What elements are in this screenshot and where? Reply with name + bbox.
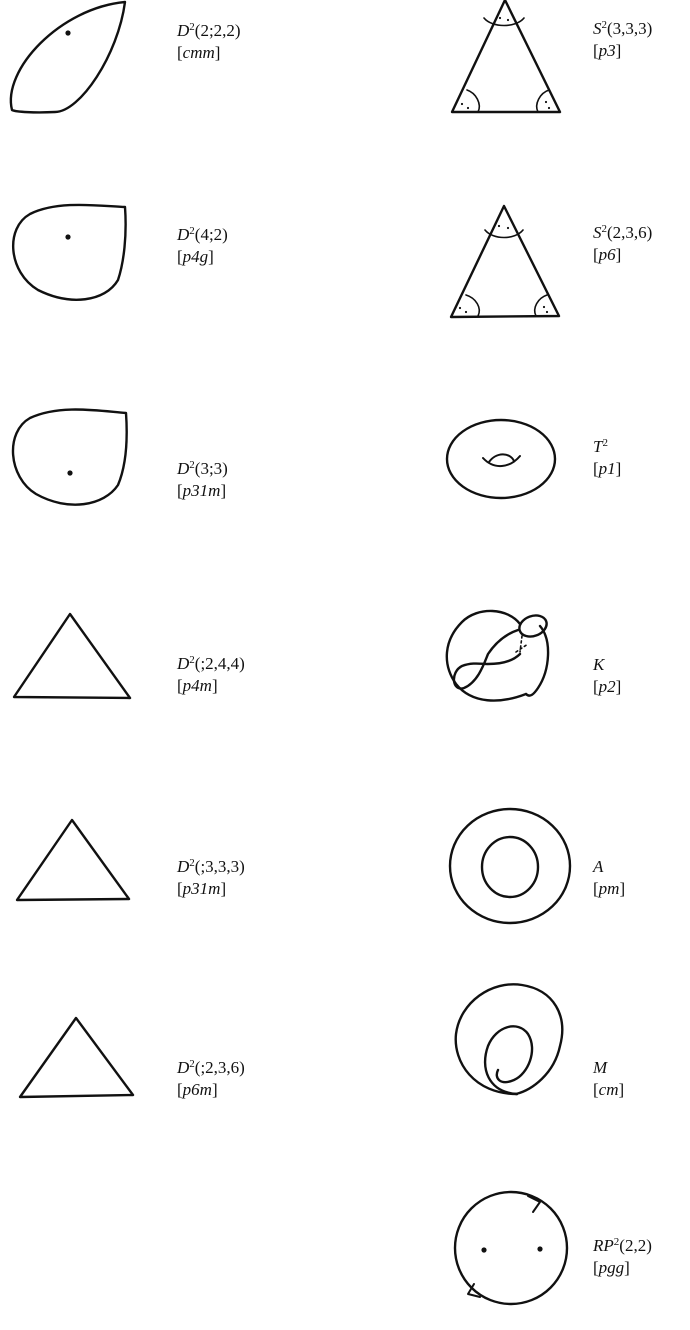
label-pgg: RP2(2,2) [pgg]	[593, 1235, 652, 1279]
label-cm: M [cm]	[593, 1057, 624, 1101]
shape-p6-triangle-cone-points	[451, 206, 559, 317]
label-p31m-b: D2(;3,3,3) [p31m]	[177, 856, 245, 900]
shape-p2-klein-bottle	[447, 611, 550, 701]
label-cmm: D2(2;2,2) [cmm]	[177, 20, 241, 64]
label-p1: T2 [p1]	[593, 436, 621, 480]
label-p6: S2(2,3,6) [p6]	[593, 222, 652, 266]
label-p6m: D2(;2,3,6) [p6m]	[177, 1057, 245, 1101]
label-p3: S2(3,3,3) [p3]	[593, 18, 652, 62]
shape-p4m-triangle	[14, 614, 130, 698]
shape-p31m-teardrop	[13, 409, 127, 504]
label-p4g: D2(4;2) [p4g]	[177, 224, 228, 268]
label-p2: K [p2]	[593, 654, 621, 698]
shape-cm-mobius	[456, 984, 562, 1094]
shape-cmm-lens	[11, 2, 125, 112]
label-p31m-a: D2(3;3) [p31m]	[177, 458, 228, 502]
label-pm: A [pm]	[593, 856, 625, 900]
shape-p4g-teardrop	[13, 205, 125, 300]
label-p4m: D2(;2,4,4) [p4m]	[177, 653, 245, 697]
shape-p1-torus	[447, 420, 555, 498]
shape-p31m-triangle	[17, 820, 129, 900]
shape-p3-triangle-cone-points	[452, 0, 560, 112]
shape-pgg-projective-plane	[455, 1192, 567, 1304]
shape-p6m-triangle	[20, 1018, 133, 1097]
shape-pm-annulus	[450, 809, 570, 923]
